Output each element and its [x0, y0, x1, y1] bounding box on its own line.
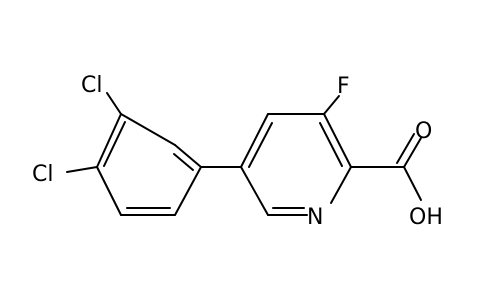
bond-ring1-c6-c1: [174, 144, 202, 168]
bond-ring1-c1-c2: [120, 113, 176, 146]
atom-label-nitrogen: N: [307, 205, 323, 230]
atom-label-cl-left: Cl: [32, 162, 53, 187]
bond-carbonyl-1: [403, 137, 422, 168]
bond-ring2-c6-c5: [240, 166, 269, 216]
fluoropyridine-ring: [240, 113, 352, 216]
bond-ring2-c2-n: [330, 166, 352, 204]
bond-ring1-double-c: [173, 153, 194, 171]
bond-hydroxyl: [403, 166, 422, 201]
bond-ring2-c5-c4: [240, 113, 269, 168]
atom-label-fluorine: F: [337, 74, 350, 99]
atom-label-hydroxyl: OH: [409, 205, 443, 230]
bond-carbonyl-2: [396, 133, 415, 164]
bond-cl-left: [66, 166, 98, 173]
bond-ring1-c3-c4: [96, 166, 122, 216]
bond-ring2-double-a: [248, 122, 273, 168]
bond-ring2-double-b: [319, 122, 343, 167]
bond-ring2-c3-c2: [323, 113, 352, 168]
bond-cl-top: [106, 92, 122, 115]
bond-ring1-c5-c6: [174, 166, 202, 216]
dichlorophenyl-ring: [96, 113, 202, 216]
bond-ring1-double-a: [103, 121, 126, 167]
atom-label-carbonyl-oxygen: O: [415, 119, 432, 144]
atom-label-cl-top: Cl: [81, 73, 102, 98]
bond-ring1-c2-c3: [96, 113, 122, 168]
bond-fluorine: [323, 95, 340, 115]
